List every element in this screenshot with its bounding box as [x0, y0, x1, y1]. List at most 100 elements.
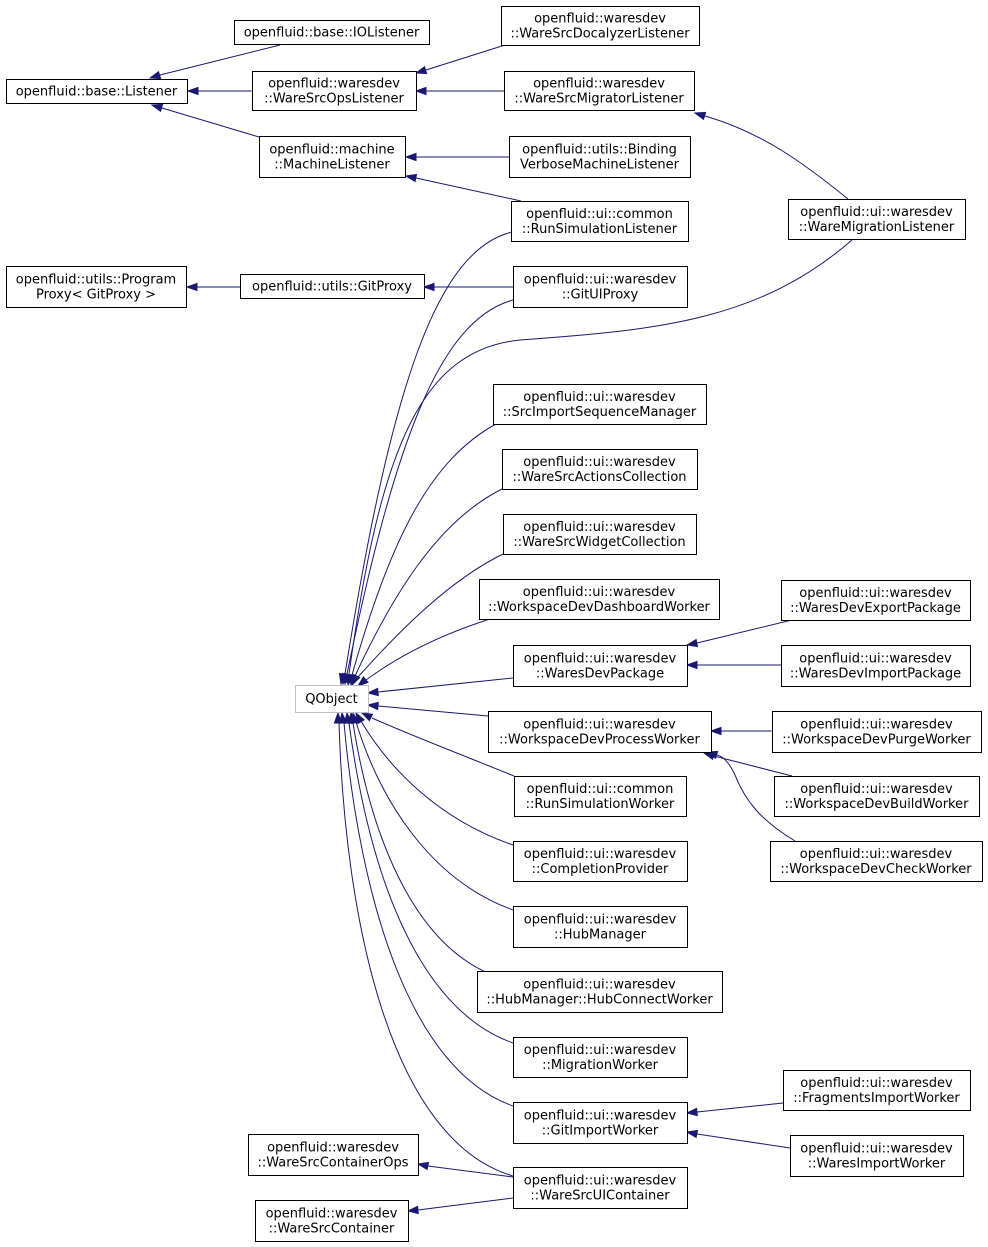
- class-name-line: ::MigrationWorker: [542, 1058, 659, 1073]
- class-box[interactable]: [234, 20, 430, 45]
- class-node-bindingverbose[interactable]: openfluid::utils::BindingVerboseMachineL…: [509, 136, 691, 178]
- class-box[interactable]: [770, 841, 983, 882]
- class-box[interactable]: [513, 1167, 688, 1209]
- class-node-gitproxy[interactable]: openfluid::utils::GitProxy: [240, 274, 425, 299]
- class-node-exportpackage[interactable]: openfluid::ui::waresdev::WaresDevExportP…: [781, 580, 971, 621]
- class-box[interactable]: [252, 71, 417, 111]
- class-box[interactable]: [514, 776, 687, 817]
- class-node-waresdevpackage[interactable]: openfluid::ui::waresdev::WaresDevPackage: [513, 645, 688, 687]
- class-box[interactable]: [477, 971, 723, 1013]
- class-node-gituiproxy[interactable]: openfluid::ui::waresdev::GitUIProxy: [513, 266, 688, 308]
- class-name-line: openfluid::waresdev: [268, 77, 400, 92]
- class-node-qobject[interactable]: QObject: [295, 685, 369, 713]
- class-box[interactable]: [488, 711, 712, 753]
- class-name-line: ::WareSrcOpsListener: [264, 92, 404, 107]
- class-node-importpackage[interactable]: openfluid::ui::waresdev::WaresDevImportP…: [781, 645, 971, 687]
- class-node-processworker[interactable]: openfluid::ui::waresdev::WorkspaceDevPro…: [488, 711, 712, 753]
- inheritance-arrowhead: [356, 675, 369, 687]
- class-node-waresimport[interactable]: openfluid::ui::waresdev::WaresImportWork…: [790, 1135, 964, 1177]
- class-box[interactable]: [513, 1102, 688, 1144]
- class-name-line: ::WareSrcMigratorListener: [514, 92, 684, 107]
- class-node-iolistener[interactable]: openfluid::base::IOListener: [234, 20, 430, 45]
- class-node-actionscoll[interactable]: openfluid::ui::waresdev::WareSrcActionsC…: [502, 449, 698, 490]
- class-node-machinelistener[interactable]: openfluid::machine::MachineListener: [259, 136, 406, 178]
- class-node-containerops[interactable]: openfluid::waresdev::WareSrcContainerOps: [248, 1134, 419, 1176]
- class-name-line: ::HubManager: [554, 928, 647, 943]
- class-node-srcimportseq[interactable]: openfluid::ui::waresdev::SrcImportSequen…: [493, 384, 707, 425]
- class-node-waremigration[interactable]: openfluid::ui::waresdev::WareMigrationLi…: [788, 199, 966, 240]
- class-box[interactable]: [479, 579, 720, 620]
- edge-machinelistener-to-listener: [150, 103, 260, 138]
- class-box[interactable]: [240, 274, 425, 299]
- class-name-line: openfluid::ui::waresdev: [523, 718, 676, 733]
- class-name-line: openfluid::ui::waresdev: [524, 913, 677, 928]
- class-box[interactable]: [493, 384, 707, 425]
- class-box[interactable]: [504, 71, 695, 111]
- edge-bindingverbose-to-machinelistener: [404, 152, 509, 162]
- class-box[interactable]: [513, 1037, 688, 1078]
- class-name-line: openfluid::ui::waresdev: [524, 273, 677, 288]
- edge-line: [696, 1102, 784, 1113]
- class-node-gitimport[interactable]: openfluid::ui::waresdev::GitImportWorker: [513, 1102, 688, 1144]
- class-node-runsimworker[interactable]: openfluid::ui::common::RunSimulationWork…: [514, 776, 687, 817]
- class-box[interactable]: [511, 201, 689, 242]
- edge-purgeworker-to-processworker: [709, 726, 772, 736]
- class-box[interactable]: [6, 266, 187, 308]
- class-box[interactable]: [509, 136, 691, 178]
- class-box[interactable]: [781, 645, 971, 687]
- class-box[interactable]: [6, 79, 188, 104]
- class-node-opslistener[interactable]: openfluid::waresdev::WareSrcOpsListener: [252, 71, 417, 111]
- class-box[interactable]: [248, 1134, 419, 1176]
- class-name-line: openfluid::ui::waresdev: [524, 847, 677, 862]
- class-node-widgetcoll[interactable]: openfluid::ui::waresdev::WareSrcWidgetCo…: [503, 514, 697, 555]
- class-node-hubmanager[interactable]: openfluid::ui::waresdev::HubManager: [513, 906, 688, 948]
- class-name-line: ::FragmentsImportWorker: [793, 1091, 960, 1106]
- inheritance-arrowhead: [406, 1205, 419, 1215]
- class-name-line: ::RunSimulationListener: [522, 222, 678, 237]
- inheritance-arrowhead: [422, 282, 435, 292]
- class-node-fragmentsimport[interactable]: openfluid::ui::waresdev::FragmentsImport…: [783, 1070, 971, 1111]
- class-name-line: ::WaresDevPackage: [536, 667, 664, 682]
- class-node-uicontainer[interactable]: openfluid::ui::waresdev::WareSrcUIContai…: [513, 1167, 688, 1209]
- class-box[interactable]: [501, 6, 700, 46]
- class-node-checkworker[interactable]: openfluid::ui::waresdev::WorkspaceDevChe…: [770, 841, 983, 882]
- class-box[interactable]: [259, 136, 406, 178]
- class-name-line: openfluid::ui::common: [527, 782, 674, 797]
- class-node-runsimlistener[interactable]: openfluid::ui::common::RunSimulationList…: [511, 201, 689, 242]
- class-node-purgeworker[interactable]: openfluid::ui::waresdev::WorkspaceDevPur…: [772, 711, 982, 753]
- class-node-buildworker[interactable]: openfluid::ui::waresdev::WorkspaceDevBui…: [774, 776, 980, 817]
- class-name-line: openfluid::waresdev: [266, 1207, 398, 1222]
- inheritance-arrowhead: [685, 1107, 698, 1117]
- class-box[interactable]: [790, 1135, 964, 1177]
- class-box[interactable]: [513, 906, 688, 948]
- class-node-dashboardworker[interactable]: openfluid::ui::waresdev::WorkspaceDevDas…: [479, 579, 720, 620]
- class-node-migrationworker[interactable]: openfluid::ui::waresdev::MigrationWorker: [513, 1037, 688, 1078]
- class-box[interactable]: [788, 199, 966, 240]
- class-node-listener[interactable]: openfluid::base::Listener: [6, 79, 188, 104]
- class-name-line: openfluid::ui::waresdev: [523, 455, 676, 470]
- class-node-docalyzer[interactable]: openfluid::waresdev::WareSrcDocalyzerLis…: [501, 6, 700, 46]
- class-box[interactable]: [295, 685, 369, 713]
- edge-line: [427, 1165, 514, 1178]
- class-node-hubconnect[interactable]: openfluid::ui::waresdev::HubManager::Hub…: [477, 971, 723, 1013]
- class-node-completion[interactable]: openfluid::ui::waresdev::CompletionProvi…: [513, 841, 688, 882]
- edge-line: [417, 1197, 514, 1211]
- class-box[interactable]: [255, 1200, 409, 1242]
- class-box[interactable]: [783, 1070, 971, 1111]
- class-box[interactable]: [774, 776, 980, 817]
- class-box[interactable]: [513, 841, 688, 882]
- class-name-line: openfluid::ui::waresdev: [800, 782, 953, 797]
- class-box[interactable]: [513, 266, 688, 308]
- class-box[interactable]: [772, 711, 982, 753]
- class-node-srccontainer[interactable]: openfluid::waresdev::WareSrcContainer: [255, 1200, 409, 1242]
- class-box[interactable]: [513, 645, 688, 687]
- class-name-line: ::WareSrcDocalyzerListener: [510, 27, 690, 42]
- class-box[interactable]: [503, 514, 697, 555]
- class-name-line: QObject: [305, 692, 358, 707]
- edge-docalyzer-to-opslistener: [414, 44, 506, 75]
- class-box[interactable]: [781, 580, 971, 621]
- class-node-migratorlistener[interactable]: openfluid::waresdev::WareSrcMigratorList…: [504, 71, 695, 111]
- class-box[interactable]: [502, 449, 698, 490]
- edge-line: [704, 115, 849, 200]
